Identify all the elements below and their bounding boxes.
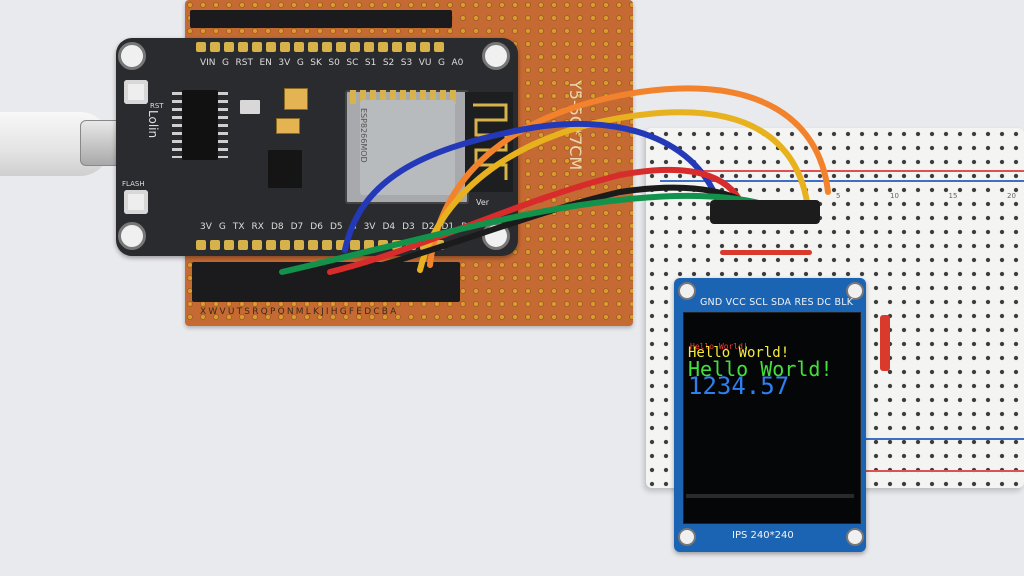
pin-label: G [222, 58, 230, 68]
rst-button[interactable] [124, 80, 148, 104]
breadboard-rail-blue-bottom [860, 438, 1024, 440]
perfboard-edge-letters: XWVUTSRQPONMLKJIHGFEDCBA [200, 307, 399, 317]
breadboard-red-jumper [720, 250, 812, 255]
pin-label: D3 [402, 222, 415, 232]
pin-label: D6 [310, 222, 323, 232]
screen-line-yellow: Hello World! [688, 345, 790, 361]
screen-line-green: Hello World! [688, 357, 833, 381]
top-pin-labels-row: VIN G RST EN 3V G SK S0 SC S1 S2 S3 VU G… [200, 58, 463, 68]
pin-label: D5 [329, 222, 343, 232]
screen-flex-edge [686, 494, 854, 498]
pin-label: VIN [200, 58, 216, 68]
mount-hole [118, 42, 146, 70]
pin-label: S3 [400, 58, 413, 68]
pin-label: D8 [270, 222, 284, 232]
ver-label: Ver [476, 198, 490, 207]
mount-hole [482, 42, 510, 70]
pin-label: VU [418, 58, 432, 68]
breadboard-rail-red-bottom [860, 470, 1024, 472]
breadboard-red-jumper-vertical [880, 315, 890, 371]
tft-caption: IPS 240*240 [732, 530, 794, 541]
pin-label: 3V [278, 58, 291, 68]
chip-pins [172, 92, 182, 158]
tft-pin-labels: GND VCC SCL SDA RES DC BLK [700, 297, 854, 308]
row-number: 20 [1007, 192, 1016, 200]
wire-plugs [710, 200, 820, 224]
screen-line-blue: 1234.57 [688, 372, 790, 400]
row-number: 15 [948, 192, 958, 200]
wire-green [279, 192, 788, 275]
mount-hole [118, 222, 146, 250]
pin-label: G [296, 58, 304, 68]
mount-hole [846, 528, 864, 546]
rst-label: RST [150, 102, 164, 110]
usb-serial-chip [182, 90, 218, 160]
wire-yellow [417, 109, 811, 273]
breadboard-rail-red [660, 170, 1024, 172]
flash-label: FLASH [122, 180, 145, 188]
breadboard-row-numbers: 5 10 15 20 [836, 192, 1016, 200]
pin-label: S0 [328, 58, 340, 68]
wire-red [327, 166, 748, 275]
pin-label: 3V [363, 222, 376, 232]
pin-label: S2 [382, 58, 395, 68]
wire-orange [427, 85, 831, 268]
pin-label: S1 [364, 58, 377, 68]
screen-line-red: Hello World! [690, 342, 748, 351]
pin-label: G [437, 58, 445, 68]
pin-label: D7 [290, 222, 304, 232]
chip-pins [218, 92, 228, 158]
top-header-strip [190, 10, 452, 28]
row-number: 5 [836, 192, 841, 200]
nodemcu-top-pins [190, 40, 450, 54]
crystal [240, 100, 260, 114]
pin-label: SK [310, 58, 322, 68]
esp-shield-can [360, 100, 455, 195]
pin-label: G [218, 222, 226, 232]
tft-screen [683, 312, 861, 524]
pin-label: TX [232, 222, 245, 232]
pin-label: 3V [200, 222, 212, 232]
wire-blue [342, 121, 723, 253]
pin-label: D2 [421, 222, 435, 232]
row-number: 10 [890, 192, 899, 200]
pin-label: RST [235, 58, 253, 68]
mount-hole [846, 282, 864, 300]
mount-hole [678, 282, 696, 300]
capacitor [284, 88, 308, 110]
breadboard-rail-blue [660, 180, 1024, 182]
pin-label: D1 [441, 222, 455, 232]
capacitor [276, 118, 300, 134]
pin-label: RX [251, 222, 264, 232]
flash-button[interactable] [124, 190, 148, 214]
pin-label: A0 [451, 58, 464, 68]
voltage-regulator [268, 150, 302, 188]
pin-label: EN [259, 58, 272, 68]
pin-label: SC [346, 58, 359, 68]
mount-hole [678, 528, 696, 546]
pin-label: D4 [382, 222, 396, 232]
